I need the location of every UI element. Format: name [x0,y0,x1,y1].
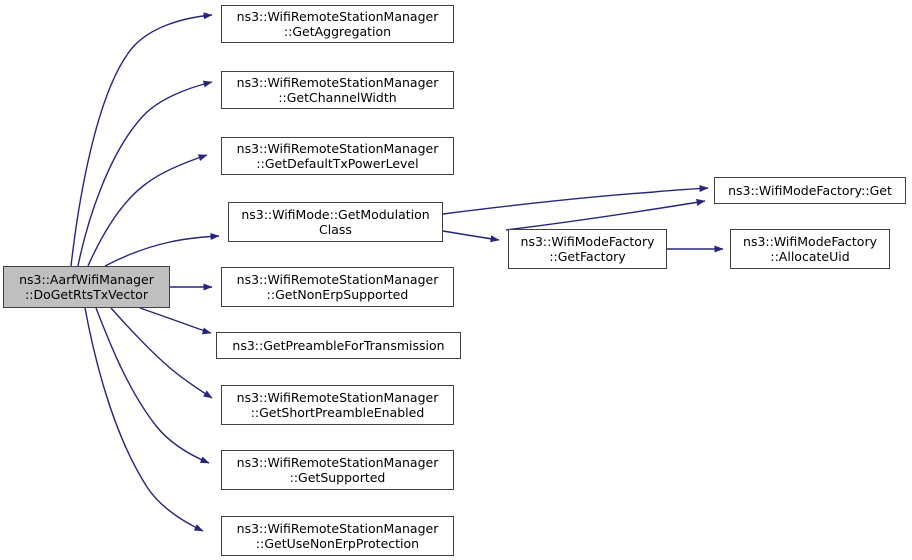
graph-node-get-use-non-erp-protection[interactable]: ns3::WifiRemoteStationManager ::GetUseNo… [221,516,454,556]
graph-node-get-short-preamble-enabled[interactable]: ns3::WifiRemoteStationManager ::GetShort… [221,385,454,425]
graph-edge-root-to-get-preamble-for-transmission [139,307,212,335]
graph-node-get-preamble-for-transmission[interactable]: ns3::GetPreambleForTransmission [216,332,461,359]
graph-node-wifi-mode-factory-allocate-uid[interactable]: ns3::WifiModeFactory ::AllocateUid [730,229,890,269]
graph-node-wifi-mode-factory-get[interactable]: ns3::WifiModeFactory::Get [714,177,906,204]
graph-node-label: ns3::WifiRemoteStationManager ::GetAggre… [236,9,439,39]
graph-node-label: ns3::WifiMode::GetModulation Class [241,207,430,237]
graph-node-get-default-tx-power-level[interactable]: ns3::WifiRemoteStationManager ::GetDefau… [221,137,454,175]
graph-node-get-channel-width[interactable]: ns3::WifiRemoteStationManager ::GetChann… [221,71,454,109]
graph-edge-root-to-get-channel-width [77,80,213,267]
graph-node-label: ns3::WifiRemoteStationManager ::GetChann… [236,75,439,105]
graph-node-get-non-erp-supported[interactable]: ns3::WifiRemoteStationManager ::GetNonEr… [221,267,454,307]
graph-node-label: ns3::GetPreambleForTransmission [232,338,445,353]
graph-node-get-supported[interactable]: ns3::WifiRemoteStationManager ::GetSuppo… [221,450,454,490]
graph-edge-get-modulation-class-to-wifi-mode-factory-get-factory [442,230,500,243]
graph-edge-wifi-mode-factory-get-factory-to-wifi-mode-factory-get [505,198,706,231]
graph-node-wifi-mode-factory-get-factory[interactable]: ns3::WifiModeFactory ::GetFactory [508,229,667,269]
graph-node-get-aggregation[interactable]: ns3::WifiRemoteStationManager ::GetAggre… [221,5,454,43]
graph-node-label: ns3::WifiRemoteStationManager ::GetSuppo… [236,455,439,485]
graph-node-label: ns3::WifiModeFactory ::AllocateUid [743,234,877,264]
graph-node-label: ns3::WifiRemoteStationManager ::GetDefau… [236,141,439,171]
graph-edge-root-to-get-supported [95,307,210,464]
graph-edge-root-to-get-default-tx-power-level [87,154,208,267]
graph-edge-root-to-get-aggregation [70,12,213,267]
graph-node-get-modulation-class[interactable]: ns3::WifiMode::GetModulation Class [228,202,443,242]
graph-node-label: ns3::WifiRemoteStationManager ::GetShort… [236,390,439,420]
graph-node-label: ns3::WifiRemoteStationManager ::GetNonEr… [236,272,439,302]
graph-edge-root-to-get-modulation-class [104,232,220,267]
graph-edge-root-to-get-use-non-erp-protection [84,307,204,532]
graph-edge-root-to-get-short-preamble-enabled [110,307,213,399]
graph-node-root[interactable]: ns3::AarfWifiManager ::DoGetRtsTxVector [3,266,170,308]
graph-node-label: ns3::AarfWifiManager ::DoGetRtsTxVector [19,272,154,302]
graph-node-label: ns3::WifiRemoteStationManager ::GetUseNo… [236,521,439,551]
graph-node-label: ns3::WifiModeFactory ::GetFactory [520,234,655,264]
graph-node-label: ns3::WifiModeFactory::Get [728,183,892,198]
graph-edge-get-modulation-class-to-wifi-mode-factory-get [442,185,709,215]
